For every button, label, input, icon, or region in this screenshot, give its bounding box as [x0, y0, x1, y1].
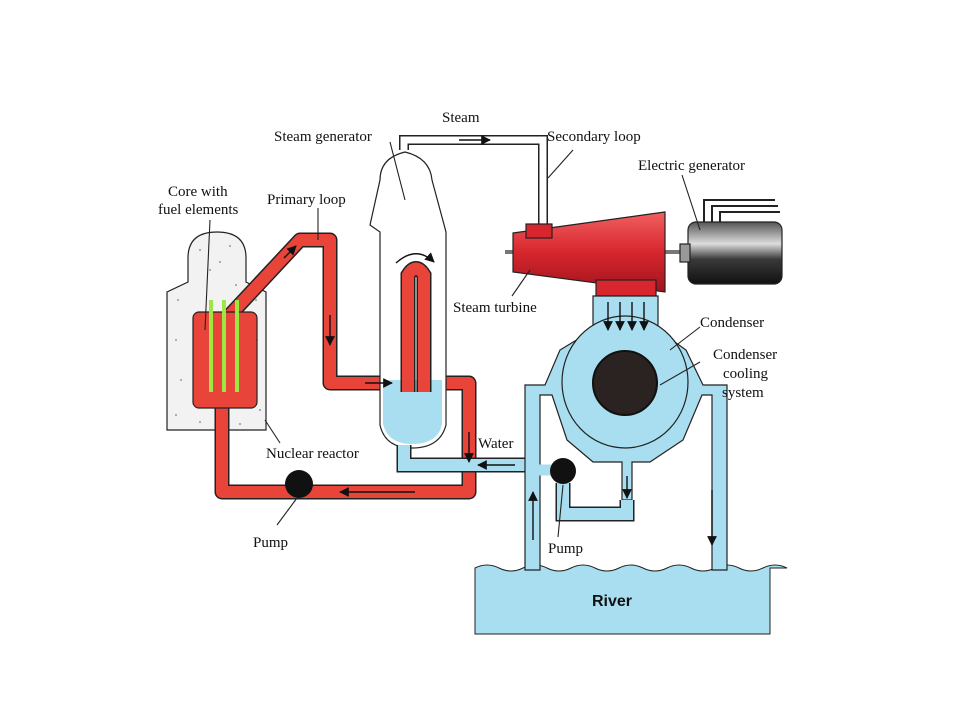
river: River [474, 564, 788, 635]
nuclear-reactor-label: Nuclear reactor [266, 446, 359, 462]
reactor-core [192, 300, 258, 409]
flow-arrows [283, 135, 717, 546]
primary-pump-label: Pump [253, 535, 288, 551]
secondary-loop-label: Secondary loop [547, 129, 641, 145]
secondary-pump [550, 458, 576, 484]
steam-turbine [505, 211, 700, 297]
condenser-cooling-label-line1: Condenser [713, 347, 777, 363]
secondary-pump-label: Pump [548, 541, 583, 557]
primary-pump [285, 470, 313, 498]
leader-lines [204, 141, 701, 538]
condenser [524, 295, 728, 571]
labels: Core with fuel elements Primary loop Ste… [158, 110, 777, 557]
core-label-line2: fuel elements [158, 202, 239, 218]
condenser-cooling-label-line2: cooling [723, 366, 768, 382]
water-label: Water [478, 436, 513, 452]
core-label-line1: Core with [168, 184, 228, 200]
electric-generator [679, 199, 783, 285]
primary-loop-label: Primary loop [267, 192, 346, 208]
condenser-label: Condenser [700, 315, 764, 331]
river-label: River [592, 593, 632, 610]
condenser-cooling-label-line3: system [722, 385, 764, 401]
steam-generator-u-tube [395, 252, 435, 392]
steam-label: Steam [442, 110, 480, 126]
steam-generator-label: Steam generator [274, 129, 372, 145]
steam-turbine-label: Steam turbine [453, 300, 537, 316]
electric-generator-label: Electric generator [638, 158, 745, 174]
